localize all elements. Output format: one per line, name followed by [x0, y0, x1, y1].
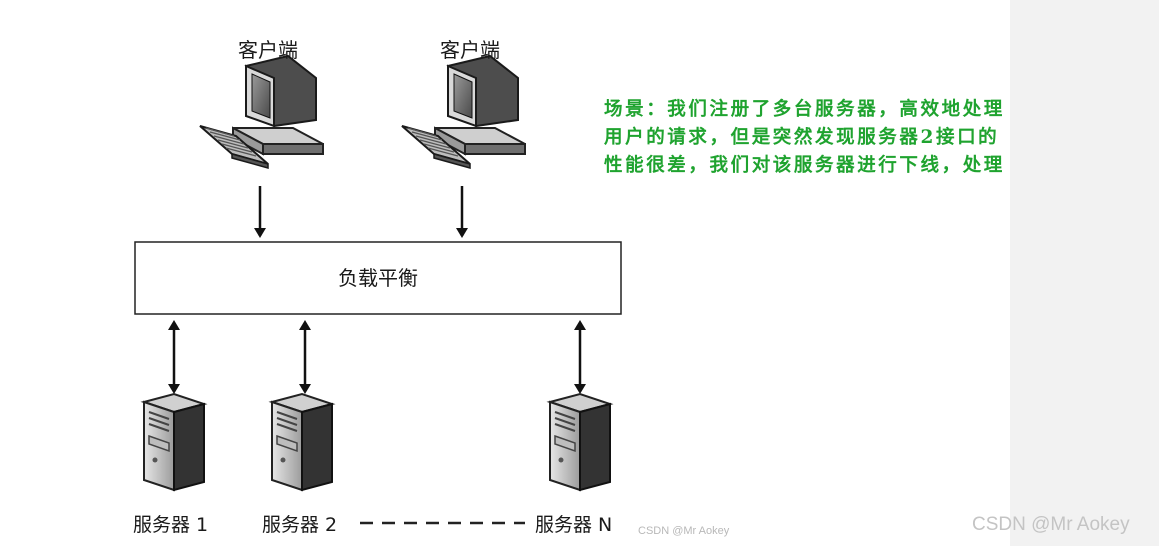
client-label-1: 客户端 — [238, 38, 298, 62]
client-label-2: 客户端 — [440, 38, 500, 62]
client-arrow-1 — [252, 184, 268, 240]
scenario-note-line: 用户的请求，但是突然发现服务器2接口的 — [604, 127, 1000, 148]
server-icon-1 — [143, 393, 205, 491]
client-arrow-2 — [454, 184, 470, 240]
scenario-note: 场景：我们注册了多台服务器，高效地处理 用户的请求，但是突然发现服务器2接口的 … — [604, 96, 1134, 180]
server-label-1: 服务器 1 — [133, 514, 209, 536]
server-arrow-2 — [297, 318, 313, 396]
load-balancer-label: 负载平衡 — [338, 266, 418, 290]
server-label-n: 服务器 N — [535, 514, 613, 536]
watermark-large: CSDN @Mr Aokey — [972, 514, 1130, 535]
watermark-small: CSDN @Mr Aokey — [638, 525, 730, 537]
server-arrow-1 — [166, 318, 182, 396]
load-balancer-box — [134, 241, 622, 315]
scenario-note-line: 性能很差，我们对该服务器进行下线，处理 — [604, 155, 1005, 176]
right-side-panel — [1010, 0, 1159, 546]
scenario-note-line: 场景：我们注册了多台服务器，高效地处理 — [604, 99, 1005, 120]
server-arrow-n — [572, 318, 588, 396]
server-icon-n — [549, 393, 611, 491]
server-icon-2 — [271, 393, 333, 491]
server-label-2: 服务器 2 — [262, 514, 338, 536]
client-computer-icon-1 — [199, 55, 324, 169]
client-computer-icon-2 — [401, 55, 526, 169]
